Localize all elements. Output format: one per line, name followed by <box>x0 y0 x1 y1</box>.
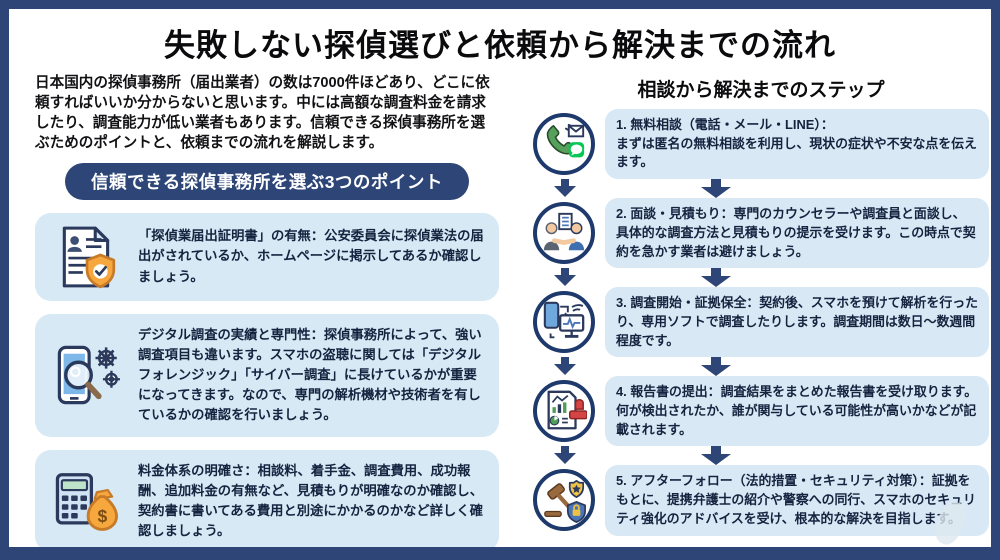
intro-paragraph: 日本国内の探偵事務所（届出業者）の数は7000件ほどあり、どこに依頼すればいいか… <box>35 75 490 152</box>
steps-header: 相談から解決までのステップ <box>637 80 885 101</box>
left-column: 日本国内の探偵事務所（届出業者）の数は7000件ほどあり、どこに依頼すればいいか… <box>35 73 499 547</box>
down-arrow-icon <box>554 357 576 376</box>
step-text: 3. 調査開始・証拠保全：契約後、スマホを預けて解析を行ったり、専用ソフトで調査… <box>605 287 989 358</box>
step-text: 2. 面談・見積もり：専門のカウンセラーや調査員と面談し、具体的な調査方法と見積… <box>605 198 989 269</box>
step-text: 5. アフターフォロー（法的措置・セキュリティ対策）：証拠をもとに、提携弁護士の… <box>605 465 989 536</box>
point-card-pricing: $ 料金体系の明確さ：相談料、着手金、調査費用、成功報酬、追加料金の有無など、見… <box>35 449 499 547</box>
down-arrow-icon <box>701 446 731 466</box>
step-row-1: 1. 無料相談（電話・メール・LINE）： まずは匿名の無料相談を利用し、現状の… <box>533 109 989 180</box>
step-row-3: 3. 調査開始・証拠保全：契約後、スマホを預けて解析を行ったり、専用ソフトで調査… <box>533 287 989 358</box>
calculator-money-icon: $ <box>48 468 126 534</box>
report-stamp-icon <box>533 380 595 443</box>
down-arrow-icon <box>554 268 576 287</box>
down-arrow-icon <box>554 179 576 198</box>
point-card-certificate: 「探偵業届出証明書」の有無：公安委員会に探偵業法の届出がされているか、ホームペー… <box>35 212 499 301</box>
point-text: 料金体系の明確さ：相談料、着手金、調査費用、成功報酬、追加料金の有無など、見積も… <box>138 462 484 539</box>
infographic-panel: 失敗しない探偵選びと依頼から解決までの流れ 日本国内の探偵事務所（届出業者）の数… <box>9 9 991 547</box>
step-row-4: 4. 報告書の提出：調査結果をまとめた報告書を受け取ります。何が検出されたか、誰… <box>533 376 989 447</box>
phone-monitor-analysis-icon <box>533 291 595 354</box>
connector-3 <box>533 357 989 377</box>
step-text: 1. 無料相談（電話・メール・LINE）： まずは匿名の無料相談を利用し、現状の… <box>605 109 989 180</box>
step-row-5: 5. アフターフォロー（法的措置・セキュリティ対策）：証拠をもとに、提携弁護士の… <box>533 465 989 536</box>
meeting-handshake-icon <box>533 202 595 265</box>
connector-4 <box>533 446 989 466</box>
page-title: 失敗しない探偵選びと依頼から解決までの流れ <box>164 28 836 63</box>
certificate-shield-icon <box>48 224 126 290</box>
point-text: 「探偵業届出証明書」の有無：公安委員会に探偵業法の届出がされているか、ホームペー… <box>138 228 484 284</box>
point-text: デジタル調査の実績と専門性：探偵事務所によって、強い調査項目も違います。スマホの… <box>138 326 482 423</box>
step-row-2: 2. 面談・見積もり：専門のカウンセラーや調査員と面談し、具体的な調査方法と見積… <box>533 198 989 269</box>
points-banner: 信頼できる探偵事務所を選ぶ3つのポイント <box>65 162 469 200</box>
down-arrow-icon <box>554 446 576 465</box>
phone-mail-line-icon <box>533 113 595 176</box>
down-arrow-icon <box>701 179 731 199</box>
connector-2 <box>533 268 989 288</box>
smartphone-forensics-icon <box>48 340 126 410</box>
connector-1 <box>533 179 989 199</box>
svg-text:$: $ <box>97 506 107 526</box>
down-arrow-icon <box>701 268 731 288</box>
step-text: 4. 報告書の提出：調査結果をまとめた報告書を受け取ります。何が検出されたか、誰… <box>605 376 989 447</box>
right-column: 相談から解決までのステップ 1. 無料相談（電話・メール・LINE）： まずは匿… <box>533 75 989 536</box>
point-card-digital: デジタル調査の実績と専門性：探偵事務所によって、強い調査項目も違います。スマホの… <box>35 313 499 437</box>
down-arrow-icon <box>701 357 731 377</box>
gavel-badge-shield-icon <box>533 469 595 532</box>
